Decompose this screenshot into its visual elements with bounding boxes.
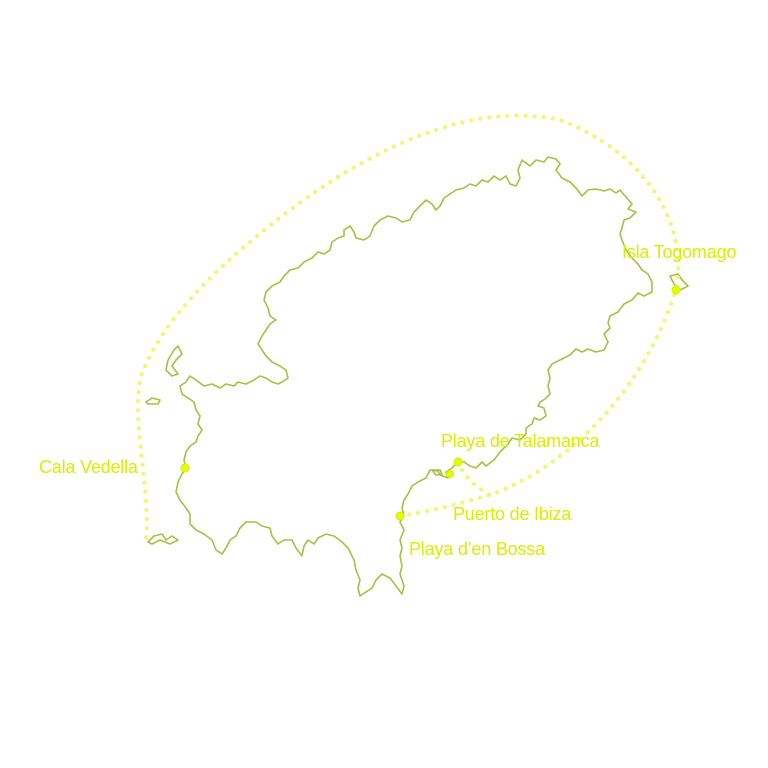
label-puerto-de-ibiza: Puerto de Ibiza xyxy=(453,504,572,524)
label-cala-vedella: Cala Vedella xyxy=(39,457,139,477)
route-line xyxy=(135,113,681,543)
label-isla-togomago: Isla Togomago xyxy=(622,242,736,262)
label-playa-de-talamanca: Playa de Talamanca xyxy=(441,431,600,451)
marker-isla-togomago[interactable] xyxy=(671,285,681,295)
island-coastline xyxy=(145,156,689,597)
marker-playa-de-talamanca[interactable] xyxy=(453,457,463,467)
marker-puerto-de-ibiza[interactable] xyxy=(446,470,454,478)
marker-playa-den-bossa[interactable] xyxy=(395,511,405,521)
label-playa-den-bossa: Playa d’en Bossa xyxy=(409,539,546,559)
marker-cala-vedella[interactable] xyxy=(180,463,190,473)
